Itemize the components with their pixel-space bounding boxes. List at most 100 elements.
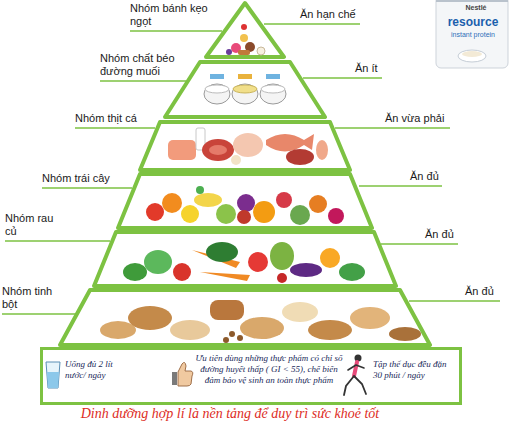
band-note: Ưu tiên dùng những thực phẩm có chỉ số đ… — [193, 353, 345, 385]
candy-picture — [257, 47, 265, 55]
band-note: Uống đủ 2 lít nước/ ngày — [65, 359, 123, 381]
meat-fish-picture — [168, 140, 196, 160]
fat-sugar-salt-bowls — [233, 85, 257, 93]
pyramid-tier — [60, 290, 430, 345]
supplement-can — [462, 51, 482, 57]
grain-bread-picture — [128, 306, 172, 330]
fruit-picture — [146, 186, 344, 225]
leader-line — [409, 300, 500, 301]
water-glass-icon — [46, 362, 60, 388]
supplement-can — [436, 0, 508, 68]
leader-line — [75, 127, 155, 128]
water-glass-icon — [46, 362, 60, 388]
leader-line — [381, 243, 458, 244]
vegetable-picture — [200, 272, 250, 281]
grain-bread-picture — [100, 321, 136, 339]
candy-picture — [241, 24, 247, 30]
leader-line — [264, 23, 360, 24]
pyramid-tier — [165, 62, 325, 117]
group-label: Nhóm tinh bột — [2, 285, 64, 311]
fat-sugar-salt-bowls — [266, 74, 280, 79]
group-label: Nhóm thịt cá — [75, 112, 155, 125]
info-band: Uống đủ 2 lít nước/ ngày Ưu tiên dùng nhữ… — [40, 347, 462, 405]
grain-bread-picture — [100, 300, 421, 343]
leader-line — [100, 80, 186, 81]
leader-line — [359, 185, 442, 186]
band-note: Tập thể dục đều đặn 30 phút / ngày — [373, 359, 455, 381]
fruit-picture — [194, 193, 222, 207]
fat-sugar-salt-bowls — [232, 84, 258, 104]
grain-bread-picture — [229, 331, 235, 337]
amount-label: Ăn ít — [355, 62, 395, 75]
pyramid-tier — [206, 3, 284, 57]
meat-fish-picture — [231, 155, 241, 165]
fruit-picture — [237, 210, 251, 224]
meat-fish-picture — [233, 133, 263, 157]
candy-picture — [238, 50, 250, 55]
thumb-up-icon — [172, 372, 177, 385]
pyramid-tier — [118, 174, 372, 228]
leader-line — [335, 127, 450, 128]
vegetable-picture — [248, 252, 268, 272]
amount-label: Ăn đủ — [465, 285, 507, 298]
runner-icon — [344, 376, 366, 395]
fat-sugar-salt-bowls — [238, 74, 252, 79]
meat-fish-picture — [286, 149, 314, 165]
fruit-picture — [237, 194, 255, 212]
leader-line — [2, 24, 500, 314]
amount-label: Ăn vừa phải — [385, 112, 459, 125]
brand-name: Nestlé — [456, 4, 496, 12]
pyramid-tier — [140, 122, 350, 170]
amount-label: Ăn đủ — [410, 170, 452, 183]
product-name: resource — [442, 15, 504, 29]
water-glass-icon — [47, 372, 59, 388]
vegetable-picture — [320, 248, 340, 268]
vegetable-picture — [277, 273, 287, 283]
fruit-picture — [309, 195, 327, 213]
pyramid-tier — [94, 232, 396, 286]
candy-picture — [240, 34, 248, 42]
fruit-picture — [196, 186, 204, 194]
fruit-picture — [253, 201, 275, 223]
leader-line — [303, 77, 382, 78]
fruit-picture — [328, 208, 344, 224]
supplement-can — [458, 50, 486, 62]
fruit-picture — [162, 193, 182, 213]
vegetable-picture — [123, 263, 147, 281]
runner-icon — [348, 365, 364, 370]
product-subtitle: instant protein — [442, 31, 504, 39]
vegetable-picture — [173, 263, 191, 281]
fat-sugar-salt-bowls — [210, 74, 224, 79]
grain-bread-picture — [308, 320, 352, 340]
candy-picture — [226, 49, 232, 55]
leader-line — [42, 187, 132, 188]
fruit-picture — [146, 203, 164, 221]
pyramid-tier — [40, 347, 462, 405]
amount-label: Ăn đủ — [425, 228, 467, 241]
fruit-picture — [181, 205, 199, 223]
vegetable-picture — [206, 242, 238, 262]
meat-fish-picture — [168, 128, 328, 165]
fat-sugar-salt-bowls — [260, 84, 286, 104]
runner-icon — [354, 362, 357, 376]
thumb-up-icon — [172, 362, 193, 386]
fat-sugar-salt-bowls — [204, 74, 286, 104]
grain-bread-picture — [210, 300, 244, 320]
pyramid-tier — [40, 3, 462, 405]
grain-bread-picture — [237, 335, 243, 341]
grain-bread-picture — [170, 320, 210, 340]
candy-picture — [226, 24, 265, 55]
vegetable-picture — [339, 263, 365, 281]
grain-bread-picture — [223, 337, 229, 343]
vegetable-picture — [270, 242, 294, 270]
grain-bread-picture — [350, 307, 390, 329]
vegetable-picture — [290, 263, 322, 277]
grain-bread-picture — [389, 327, 421, 341]
supplement-can — [436, 0, 508, 68]
vegetable-picture — [144, 250, 172, 274]
caption: Dinh dưỡng hợp lí là nền tảng để duy trì… — [0, 406, 460, 423]
supplement-can — [436, 0, 508, 2]
leader-line — [130, 30, 222, 31]
fruit-picture — [216, 204, 236, 224]
fat-sugar-salt-bowls — [261, 85, 285, 93]
